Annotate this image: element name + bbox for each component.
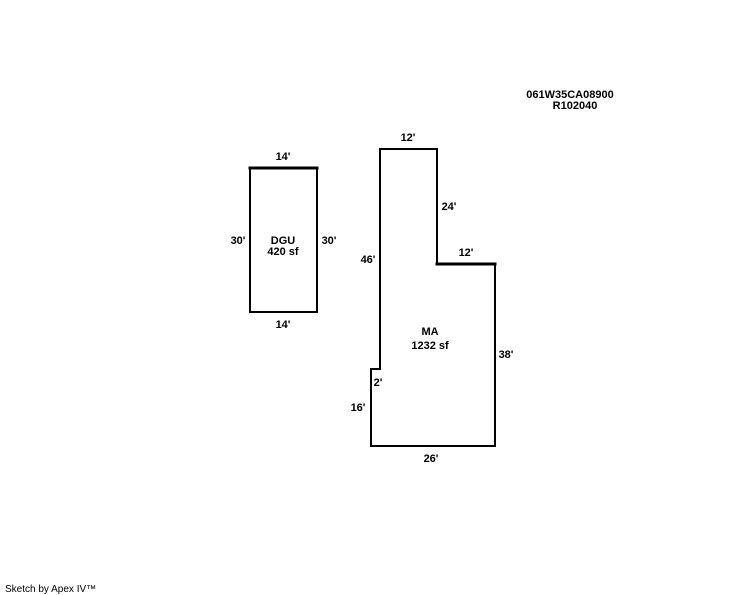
sketch-credit: Sketch by Apex IV™ — [5, 584, 96, 595]
ma-structure: 12' 24' 12' 38' 26' 16' 2' 46' MA 1232 s… — [351, 132, 514, 465]
ma-inner-vertical-dimension: 24' — [442, 201, 457, 213]
dgu-structure: 14' 14' 30' 30' DGU 420 sf — [231, 151, 337, 331]
ma-top-dimension: 12' — [401, 132, 416, 144]
dgu-top-dimension: 14' — [276, 151, 291, 163]
dgu-right-dimension: 30' — [322, 235, 337, 247]
ma-left-upper-dimension: 46' — [361, 254, 376, 266]
dgu-left-dimension: 30' — [231, 235, 246, 247]
ma-area: 1232 sf — [411, 340, 449, 352]
ma-jog-dimension: 2' — [374, 377, 383, 389]
ma-right-dimension: 38' — [499, 349, 514, 361]
ma-left-lower-dimension: 16' — [351, 402, 366, 414]
ma-outline — [370, 148, 496, 447]
dgu-area: 420 sf — [267, 246, 299, 258]
parcel-account-number: R102040 — [553, 100, 598, 112]
dgu-bottom-dimension: 14' — [276, 319, 291, 331]
ma-label: MA — [421, 326, 438, 338]
ma-inner-horizontal-dimension: 12' — [459, 247, 474, 259]
dgu-label: DGU — [271, 235, 296, 247]
ma-bottom-dimension: 26' — [424, 453, 439, 465]
parcel-map-number: 061W35CA08900 — [526, 89, 613, 101]
